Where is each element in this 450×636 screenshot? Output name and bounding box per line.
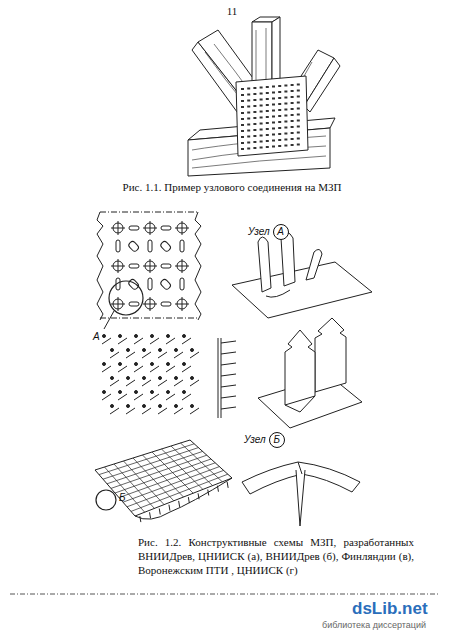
callout-label: Узел — [244, 434, 266, 447]
callout-letter: А — [277, 227, 284, 237]
figure-caption: Рис. 1.1. Пример узлового соединения на … — [123, 181, 342, 195]
tooth-detail-c — [242, 462, 360, 526]
plate-b — [102, 335, 199, 415]
callout-circle: А — [273, 224, 289, 240]
tooth-detail-a — [232, 233, 372, 319]
figure-caption: Рис. 1.2. Конструктивные схемы МЗП, разр… — [138, 536, 414, 577]
plate-profile — [218, 338, 236, 418]
callout-letter: Б — [273, 435, 280, 445]
separator-line — [10, 594, 440, 595]
callout-label: А — [93, 331, 100, 344]
callout-label: Узел — [248, 226, 270, 239]
grid-plate — [95, 440, 232, 522]
truss-joint — [188, 17, 340, 176]
watermark: библиотека диссертаций — [322, 620, 426, 631]
tooth-detail-b — [258, 318, 362, 428]
callout-circle: Б — [269, 432, 285, 448]
callout-label: Б — [119, 492, 126, 505]
page-number: 11 — [227, 5, 238, 19]
watermark: dsLib.net — [352, 598, 428, 619]
plate-a — [97, 212, 201, 329]
